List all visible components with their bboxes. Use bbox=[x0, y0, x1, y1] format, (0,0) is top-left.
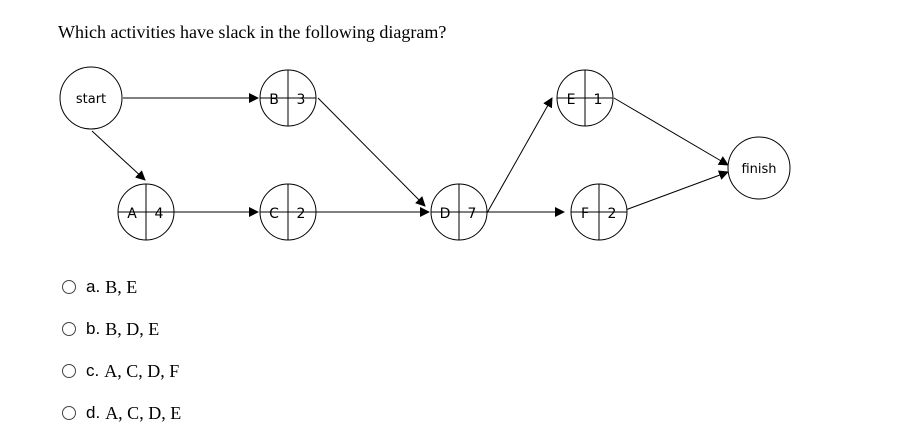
activity-name-b: B bbox=[269, 92, 279, 108]
finish-label: finish bbox=[741, 162, 776, 177]
activity-node-d: D 7 bbox=[430, 183, 488, 241]
activity-name-d: D bbox=[440, 206, 451, 222]
option-text: A, C, D, F bbox=[104, 360, 180, 381]
option-b[interactable]: b. B, D, E bbox=[62, 316, 159, 342]
option-c[interactable]: c. A, C, D, F bbox=[62, 358, 179, 384]
activity-name-a: A bbox=[127, 206, 137, 222]
activity-duration-c: 2 bbox=[297, 206, 306, 222]
radio-button-d[interactable] bbox=[62, 406, 76, 420]
edge-d-e bbox=[486, 97, 553, 214]
option-text: B, E bbox=[105, 276, 138, 297]
radio-button-c[interactable] bbox=[62, 364, 76, 378]
activity-node-f: F 2 bbox=[570, 183, 628, 241]
activity-name-e: E bbox=[567, 92, 576, 108]
question-text: Which activities have slack in the follo… bbox=[58, 22, 447, 42]
option-letter: a. bbox=[86, 277, 101, 296]
option-a[interactable]: a. B, E bbox=[62, 274, 137, 300]
edge-f-finish bbox=[619, 170, 729, 213]
activity-duration-f: 2 bbox=[608, 206, 617, 222]
option-letter: c. bbox=[86, 361, 100, 380]
activity-duration-a: 4 bbox=[155, 206, 164, 222]
edge-e-finish bbox=[613, 97, 729, 166]
edge-b-d bbox=[317, 97, 426, 207]
edge-start-a bbox=[91, 130, 146, 181]
option-letter: b. bbox=[86, 319, 101, 338]
network-diagram: start finish B 3 A 4 C 2 D 7 E bbox=[59, 66, 791, 241]
diagram-edges bbox=[91, 93, 729, 217]
activity-node-b: B 3 bbox=[259, 69, 317, 127]
start-label: start bbox=[76, 92, 106, 107]
activity-duration-d: 7 bbox=[468, 206, 477, 222]
option-letter: d. bbox=[86, 403, 101, 422]
activity-node-c: C 2 bbox=[259, 183, 317, 241]
activity-node-a: A 4 bbox=[117, 183, 175, 241]
option-text: B, D, E bbox=[105, 318, 160, 339]
activity-name-f: F bbox=[581, 206, 589, 222]
option-text: A, C, D, E bbox=[105, 402, 182, 423]
radio-button-b[interactable] bbox=[62, 322, 76, 336]
activity-duration-e: 1 bbox=[594, 92, 603, 108]
start-node: start bbox=[59, 66, 123, 130]
option-d[interactable]: d. A, C, D, E bbox=[62, 400, 181, 426]
activity-name-c: C bbox=[269, 206, 279, 222]
activity-node-e: E 1 bbox=[556, 69, 614, 127]
activity-duration-b: 3 bbox=[297, 92, 306, 108]
finish-node: finish bbox=[727, 136, 791, 200]
radio-button-a[interactable] bbox=[62, 280, 76, 294]
